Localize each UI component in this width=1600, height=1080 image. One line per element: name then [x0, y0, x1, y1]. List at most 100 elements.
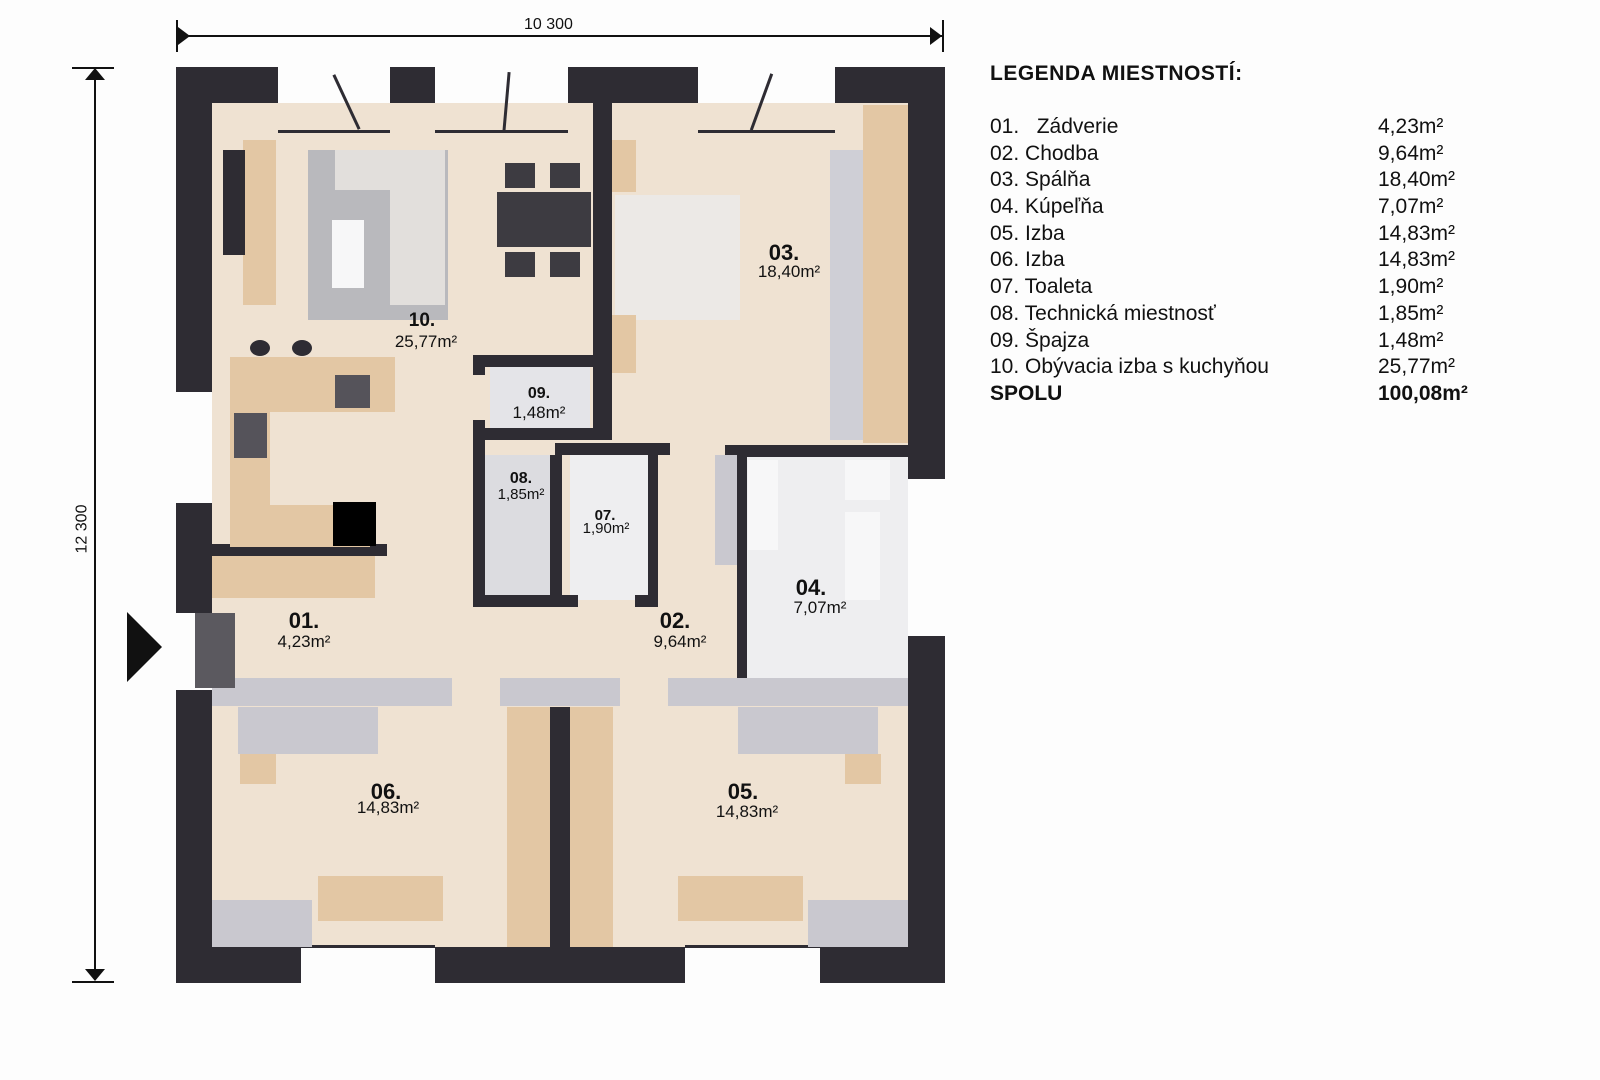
bed	[738, 707, 878, 754]
legend-total-label: SPOLU	[990, 381, 1063, 405]
wall	[176, 947, 301, 983]
room-08-area: 1,85m²	[497, 486, 545, 503]
dimension-tick	[942, 20, 944, 52]
room-02-number: 02.	[659, 608, 691, 633]
wall	[473, 595, 578, 607]
room-05-number: 05.	[727, 779, 759, 804]
wall	[176, 67, 212, 392]
wall	[668, 678, 908, 706]
wall	[473, 428, 593, 440]
entry-wardrobe	[212, 556, 375, 598]
legend-room-name: 07. Toaleta	[990, 275, 1093, 299]
legend-room-area: 7,07m²	[1378, 195, 1444, 219]
entrance-arrow-icon	[127, 612, 162, 682]
legend-row: 04. Kúpeľňa 7,07m²	[990, 194, 1510, 221]
dimension-tick	[72, 67, 114, 69]
bed	[615, 195, 740, 320]
dimension-tick	[72, 981, 114, 983]
legend-title: LEGENDA MIESTNOSTÍ:	[990, 62, 1243, 85]
room-04-area: 7,07m²	[793, 598, 847, 617]
legend-row: 05. Izba 14,83m²	[990, 221, 1510, 248]
technical-room-floor	[485, 455, 550, 600]
width-dimension-label: 10 300	[524, 16, 573, 33]
dimension-tick	[176, 20, 178, 52]
window	[685, 945, 820, 948]
legend-room-name: 01. Zádverie	[990, 115, 1119, 138]
sink	[234, 413, 267, 458]
desk	[318, 876, 443, 921]
legend-room-name: 03. Spálňa	[990, 168, 1091, 192]
legend-room-area: 25,77m²	[1378, 355, 1456, 379]
wall	[176, 503, 212, 613]
room-07-area: 1,90m²	[582, 520, 630, 537]
wardrobe	[863, 105, 908, 443]
dimension-arrow-up-icon	[85, 68, 105, 80]
wall	[635, 595, 658, 607]
legend-room-name: 05. Izba	[990, 221, 1065, 245]
wall	[473, 420, 485, 440]
wall	[550, 707, 570, 947]
legend-room-name: 10. Obývacia izba s kuchyňou	[990, 355, 1269, 379]
room-09-number: 09.	[527, 385, 551, 402]
wall	[555, 443, 670, 455]
wall	[820, 947, 945, 983]
fridge	[333, 502, 376, 546]
desk	[678, 876, 803, 921]
window	[698, 130, 835, 133]
room-10-area: 25,77m²	[394, 332, 458, 351]
chair	[505, 163, 535, 188]
legend-room-area: 14,83m²	[1378, 221, 1456, 245]
nightstand	[612, 140, 636, 192]
wall	[212, 678, 452, 706]
nightstand	[612, 315, 636, 373]
nightstand	[845, 754, 881, 784]
legend-room-name: 04. Kúpeľňa	[990, 195, 1104, 219]
width-dimension-line	[178, 35, 942, 37]
wall	[176, 690, 212, 983]
sill	[808, 900, 908, 947]
dimension-arrow-right-icon	[930, 27, 942, 45]
nightstand	[240, 754, 276, 784]
room-06-number: 06.	[370, 779, 402, 804]
coffee-table	[332, 220, 364, 288]
cooktop	[335, 375, 370, 408]
wardrobe	[507, 707, 550, 947]
washing-machine	[845, 460, 890, 500]
legend-row: 10. Obývacia izba s kuchyňou 25,77m²	[990, 354, 1510, 381]
window	[435, 130, 568, 133]
wall	[550, 455, 562, 607]
kitchen-island	[230, 357, 395, 412]
vanity	[845, 512, 880, 600]
wall	[725, 445, 908, 457]
room-03-number: 03.	[768, 240, 800, 265]
window	[301, 945, 435, 948]
legend-room-area: 1,90m²	[1378, 275, 1444, 299]
tv-cabinet	[243, 140, 276, 305]
legend-room-area: 4,23m²	[1378, 115, 1444, 138]
dimension-arrow-left-icon	[178, 27, 190, 45]
bed	[238, 707, 378, 754]
room-01-area: 4,23m²	[277, 632, 331, 651]
room-10-number: 10.	[408, 310, 436, 331]
legend-room-name: 06. Izba	[990, 248, 1065, 272]
room-01-number: 01.	[288, 608, 320, 633]
legend-room-area: 1,85m²	[1378, 301, 1444, 325]
wall	[473, 355, 485, 375]
dining-table	[497, 192, 591, 247]
wall	[908, 636, 945, 983]
legend-row: 07. Toaleta 1,90m²	[990, 274, 1510, 301]
chair	[550, 252, 580, 277]
entry-door	[195, 613, 235, 688]
wardrobe	[830, 150, 863, 440]
bar-stool	[250, 340, 270, 356]
wall	[212, 544, 387, 556]
legend-room-area: 1,48m²	[1378, 328, 1444, 352]
room-05-area: 14,83m²	[715, 802, 779, 821]
bathtub	[748, 460, 778, 550]
wall	[473, 440, 485, 607]
dimension-arrow-down-icon	[85, 969, 105, 981]
legend-room-name: 02. Chodba	[990, 141, 1099, 165]
